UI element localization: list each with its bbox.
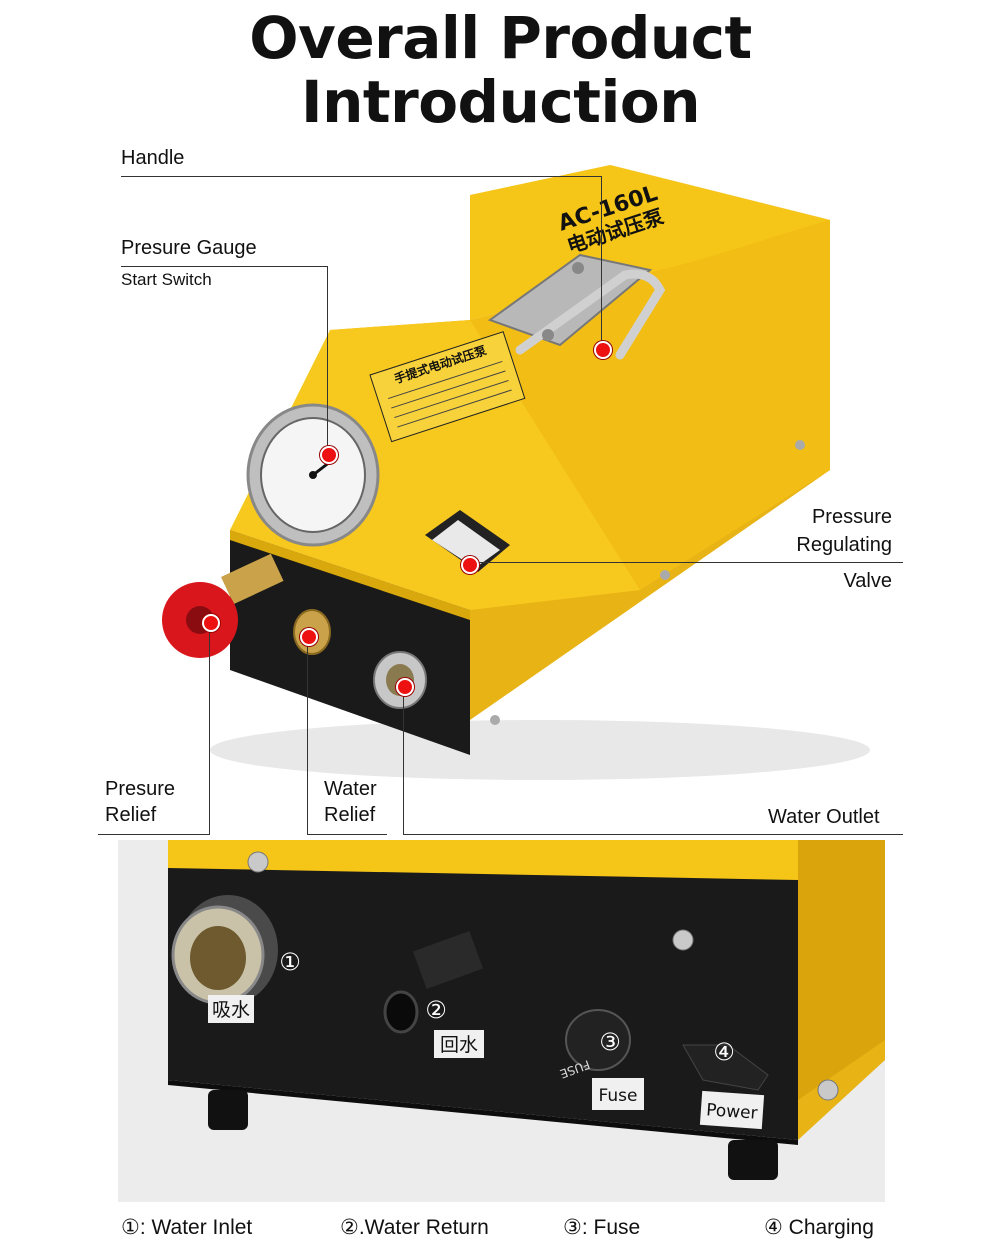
pump-bottom-closeup: FUSE 吸水 回水 Fuse Power ① ② ③ ④ <box>118 840 885 1202</box>
water-inlet-port <box>171 895 278 1005</box>
handle-leader-v <box>601 176 602 348</box>
outlet-callout-dot <box>396 678 414 696</box>
label-pressure-regulating-1: Pressure <box>811 506 892 528</box>
label-pressure-relief-1: Presure <box>105 778 176 800</box>
regulator-callout-dot <box>461 556 479 574</box>
label-pressure-regulating-2: Regulating <box>796 534 892 556</box>
port-2-cn-label: 回水 <box>440 1034 478 1056</box>
port-1-cn-label: 吸水 <box>212 999 250 1021</box>
port-4-en-label: Power <box>706 1100 759 1124</box>
label-water-relief-1: Water <box>324 778 377 800</box>
outlet-leader-h <box>403 834 903 835</box>
label-water-relief-2: Relief <box>324 804 376 826</box>
port-4-number: ④ <box>713 1038 735 1066</box>
title-line-2: Introduction <box>301 68 700 136</box>
water-relief-leader-v <box>307 636 308 834</box>
pressure-relief-valve <box>162 553 284 658</box>
caption-water-return: ②.Water Return <box>340 1216 489 1239</box>
caption-water-inlet: ①: Water Inlet <box>121 1216 253 1239</box>
start-switch <box>425 510 510 572</box>
gauge-leader-h <box>121 266 327 267</box>
caption-charging: ④ Charging <box>764 1216 874 1239</box>
relief-leader-v <box>209 622 210 834</box>
pump-top-illustration: AC-160L 电动试压泵 手提式电动试压泵 <box>162 165 870 780</box>
title-line-1: Overall Product <box>249 4 752 72</box>
relief-callout-dot <box>202 614 220 632</box>
label-handle: Handle <box>121 147 185 169</box>
port-1-number: ① <box>279 948 301 976</box>
black-port-panel <box>168 868 798 1140</box>
handle-leader-h <box>121 176 601 177</box>
pressure-gauge <box>246 403 380 547</box>
port-3-number: ③ <box>599 1028 621 1056</box>
water-relief-callout-dot <box>300 628 318 646</box>
water-relief-leader-h <box>307 834 387 835</box>
label-pressure-relief-2: Relief <box>105 804 157 826</box>
caption-fuse: ③: Fuse <box>563 1216 641 1239</box>
power-switch <box>682 1044 769 1091</box>
label-pressure-gauge: Presure Gauge <box>121 237 257 259</box>
regulator-leader-h <box>468 562 903 563</box>
water-return-port <box>383 930 484 1034</box>
gauge-leader-v <box>327 266 328 452</box>
outlet-leader-v <box>403 686 404 834</box>
port-2-number: ② <box>425 996 447 1024</box>
handle <box>487 253 666 360</box>
label-start-switch: Start Switch <box>121 270 212 289</box>
label-water-outlet: Water Outlet <box>768 806 880 828</box>
port-3-en-label: Fuse <box>599 1086 638 1106</box>
label-pressure-regulating-3: Valve <box>843 570 892 592</box>
handle-callout-dot <box>594 341 612 359</box>
gauge-callout-dot <box>320 446 338 464</box>
relief-leader-h <box>98 834 210 835</box>
